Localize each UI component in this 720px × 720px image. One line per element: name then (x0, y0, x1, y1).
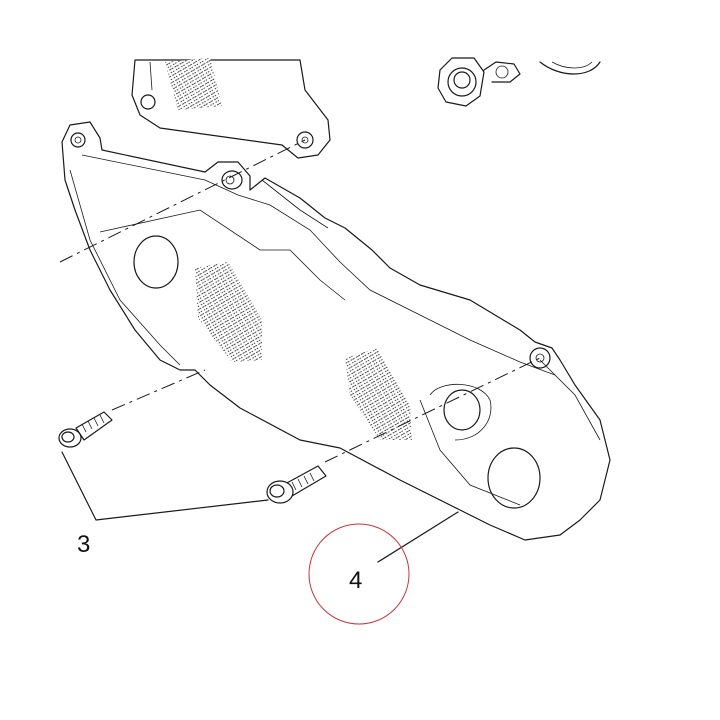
bracket-mount-boss-center (221, 170, 243, 190)
assembly-center-lines (59, 139, 541, 463)
bracket-bolt-hole (443, 389, 481, 431)
bracket-mount-hole-right (529, 347, 551, 369)
callout-label-3: 3 (77, 531, 90, 558)
bracket-large-hole-right (487, 447, 541, 509)
bracket-part-4 (61, 121, 611, 541)
texture-panel-right (345, 348, 412, 440)
callout-highlight-ring (308, 523, 410, 625)
texture-panel-left (195, 262, 262, 362)
upper-plate-hole-right (296, 131, 314, 149)
hex-nut-assembly (437, 57, 601, 107)
upper-plate (131, 58, 331, 159)
bracket-large-hole-left (133, 235, 179, 289)
socket-head-bolt-lower (266, 465, 327, 504)
upper-plate-hole-left (140, 94, 156, 110)
bracket-mount-hole-left (70, 132, 86, 148)
callout-label-4: 4 (349, 567, 362, 594)
leader-lines (61, 451, 459, 563)
socket-head-bolt-upper (58, 411, 113, 448)
